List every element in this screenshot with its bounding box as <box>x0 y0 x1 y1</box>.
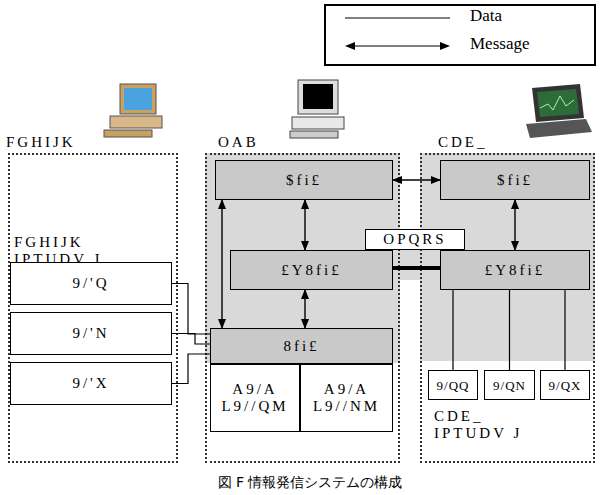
shaded-area <box>205 153 400 363</box>
message-arrow <box>514 200 515 250</box>
message-arrow <box>304 200 305 250</box>
data-line <box>452 290 453 370</box>
terminal-box: 9/QQ <box>428 370 478 400</box>
icon-part <box>532 84 584 122</box>
system-region: OAB$fi££Y8fi£8fi£A9/A L9//QMA9/A L9//NM <box>205 153 400 463</box>
shaded-area <box>400 250 420 280</box>
message-arrow <box>221 200 222 328</box>
legend-line-sample <box>345 18 450 19</box>
shaded-area <box>420 153 595 361</box>
figure-caption: 図 F 情報発信システムの構成 <box>150 474 470 492</box>
region-title: FGHIJK <box>6 134 96 151</box>
box-label: 9/'X <box>72 375 109 392</box>
message-arrow <box>393 179 440 180</box>
box-label: A9/A L9//QM <box>211 381 299 415</box>
box-label: $fi£ <box>286 172 322 189</box>
icon-part <box>290 131 338 138</box>
storage-box: A9/A L9//QM <box>210 364 300 432</box>
legend-text: Message <box>470 34 529 54</box>
region-border <box>8 153 178 463</box>
icon-part <box>104 130 152 137</box>
legend-arrow-head <box>345 42 355 50</box>
process-box: $fi£ <box>440 160 590 200</box>
data-line <box>509 290 510 370</box>
icon-part <box>526 119 592 138</box>
legend-arrow-head <box>440 42 450 50</box>
process-box: £Y8fi£ <box>440 250 590 290</box>
box-label: 8fi£ <box>283 338 319 355</box>
message-arrow <box>304 290 305 328</box>
data-line <box>564 290 565 370</box>
laptop-icon <box>526 84 592 138</box>
data-line <box>393 266 440 270</box>
storage-box: A9/A L9//NM <box>300 364 393 432</box>
box-label: 9/QX <box>549 378 582 393</box>
box-label: 9/'N <box>72 325 109 342</box>
box-label: 9/QN <box>493 378 526 393</box>
desktop-computer-icon <box>290 80 344 138</box>
box-label: £Y8fi£ <box>485 262 546 279</box>
process-box: 9/'N <box>10 312 172 355</box>
process-box: 9/'X <box>10 362 172 405</box>
terminal-box: 9/QN <box>484 370 535 400</box>
region-label: CDE_ IPTUDV J <box>434 408 539 442</box>
icon-part <box>537 89 579 117</box>
region-title: OAB <box>218 134 278 151</box>
icon-part <box>303 84 333 109</box>
box-label: £Y8fi£ <box>281 262 342 279</box>
region-title: CDE_ <box>438 134 528 151</box>
icon-part <box>124 88 152 110</box>
icon-part <box>292 117 344 129</box>
terminal-box: 9/QX <box>540 370 590 400</box>
box-label: 9/QQ <box>437 378 470 393</box>
system-region: CDE_CDE_ IPTUDV J$fi££Y8fi£9/QQ9/QN9/QX <box>420 153 595 463</box>
box-label: $fi£ <box>497 172 533 189</box>
process-box: 9/'Q <box>10 262 172 305</box>
icon-part <box>298 80 338 114</box>
legend-text: Data <box>470 6 502 26</box>
icon-part <box>120 84 156 114</box>
box-label: 9/'Q <box>72 275 109 292</box>
legend-arrow-sample <box>352 45 443 46</box>
system-region: FGHIJKFGHIJK IPTUDV J9/'Q9/'N9/'X <box>8 153 178 463</box>
legend-frame <box>325 5 595 65</box>
icon-part <box>110 116 162 128</box>
edge-label: OPQRS <box>365 229 465 250</box>
process-box: $fi£ <box>215 160 393 200</box>
desktop-computer-icon <box>104 84 162 137</box>
icon-part <box>540 96 574 110</box>
process-box: 8fi£ <box>210 328 393 364</box>
box-label: A9/A L9//NM <box>301 381 392 415</box>
process-box: £Y8fi£ <box>230 250 393 290</box>
